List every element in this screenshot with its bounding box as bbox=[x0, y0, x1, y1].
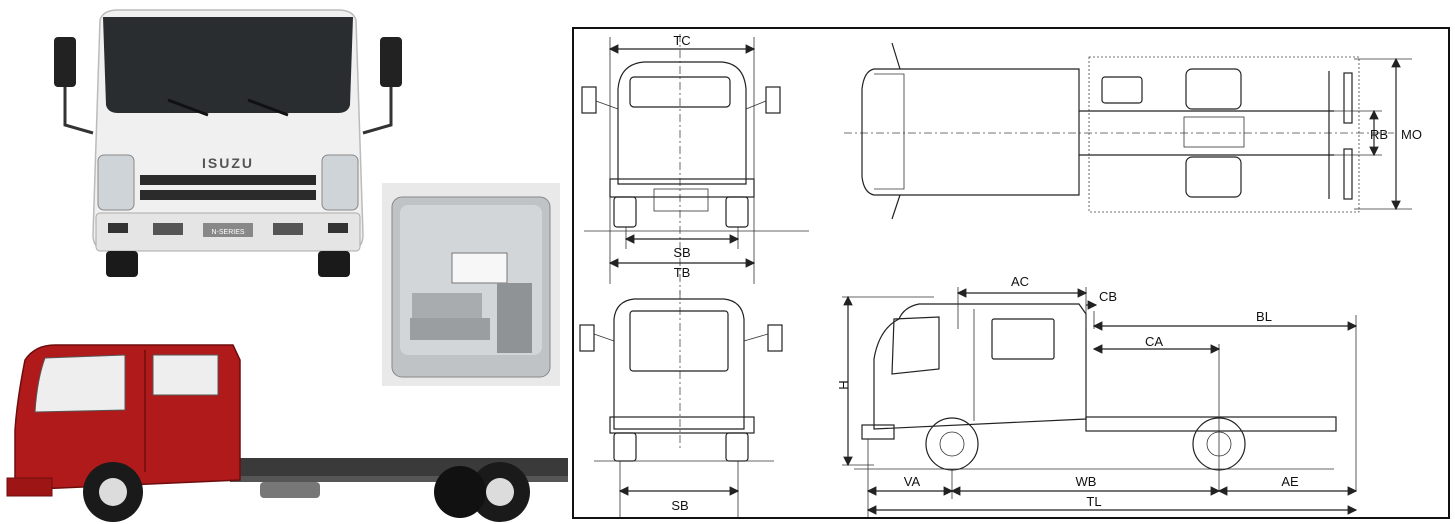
cab-interior-photo bbox=[382, 183, 560, 386]
dim-label-tc: TC bbox=[673, 33, 690, 48]
dim-label-tl: TL bbox=[1086, 494, 1101, 509]
isuzu-badge: ISUZU bbox=[202, 155, 254, 171]
dim-label-sb-bottom: SB bbox=[671, 498, 688, 513]
dim-label-tb: TB bbox=[674, 265, 691, 280]
plate-text: N-SERIES bbox=[211, 229, 244, 236]
dim-label-wb: WB bbox=[1076, 474, 1097, 489]
truck-front-photo: ISUZU N-SERIES bbox=[54, 9, 402, 277]
dim-label-rb: RB bbox=[1370, 127, 1388, 142]
red-truck-side-photo bbox=[6, 344, 568, 522]
dim-label-sb-top: SB bbox=[673, 245, 690, 260]
dim-label-ac: AC bbox=[1011, 274, 1029, 289]
dim-label-ae: AE bbox=[1281, 474, 1299, 489]
dim-label-ca: CA bbox=[1145, 334, 1163, 349]
dim-label-h: H bbox=[836, 380, 851, 389]
dim-label-va: VA bbox=[904, 474, 921, 489]
dim-label-cb: CB bbox=[1099, 289, 1117, 304]
dimension-drawing: TC SB TB SB bbox=[572, 27, 1450, 519]
front-view-top: TC SB TB bbox=[581, 33, 809, 294]
dim-label-bl: BL bbox=[1256, 309, 1272, 324]
rear-view-bottom: SB bbox=[579, 291, 783, 519]
dim-label-mo: MO bbox=[1401, 127, 1422, 142]
plan-view-top: RB MO bbox=[844, 42, 1422, 220]
side-view-bottom: AC CB BL CA H VA WB AE TL bbox=[836, 274, 1358, 517]
